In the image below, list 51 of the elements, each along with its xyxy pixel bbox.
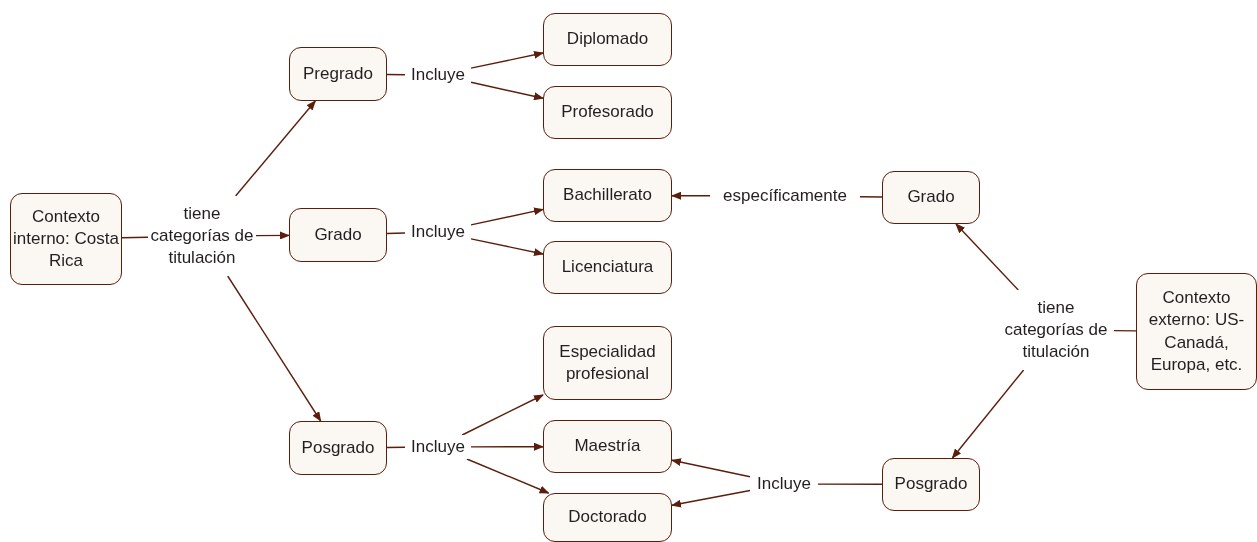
concept-label: Posgrado (301, 436, 375, 459)
concept-box (543, 420, 672, 473)
concept-box (543, 86, 672, 139)
arrow (671, 458, 751, 478)
concept-box (882, 171, 980, 224)
arrow (671, 191, 711, 200)
concept-box (543, 326, 672, 400)
concept-box (543, 13, 672, 66)
arrow (470, 81, 544, 101)
arrow (470, 238, 544, 257)
connector-line (817, 483, 883, 485)
arrow (470, 207, 544, 226)
concept-box (289, 208, 387, 262)
arrow (227, 275, 322, 422)
concept-box (289, 47, 387, 101)
connector-line (386, 73, 406, 76)
concept-label: Especialidad profesional (558, 340, 657, 385)
concept-label: Diplomado (566, 28, 649, 51)
connector-line (121, 236, 149, 239)
concept-box (1136, 273, 1257, 390)
concept-label: Grado (907, 186, 955, 209)
concept-label: Posgrado (894, 473, 968, 496)
arrow (955, 223, 1019, 291)
concept-box (882, 458, 980, 511)
concept-label: Contexto interno: Costa Rica (12, 205, 120, 273)
arrow (461, 394, 544, 436)
concept-box (10, 193, 122, 285)
connector-line (386, 232, 406, 235)
concept-label: Grado (314, 223, 362, 246)
arrow (951, 369, 1025, 459)
concept-box (543, 493, 672, 542)
linking-phrase: tiene categorías de titulación (148, 196, 256, 276)
concept-box (543, 169, 672, 222)
concept-label: Maestría (574, 435, 641, 458)
concept-label: Bachillerato (563, 184, 652, 207)
concept-label: Doctorado (568, 506, 647, 529)
arrow (470, 442, 544, 451)
concept-label: Pregrado (303, 62, 373, 85)
arrow (234, 100, 316, 197)
concept-label: Licenciatura (561, 256, 654, 279)
connector-line (859, 196, 883, 198)
arrow (255, 231, 290, 240)
arrow (671, 489, 751, 508)
concept-label: Profesorado (561, 101, 654, 124)
connector-line (1113, 329, 1137, 332)
arrow (470, 50, 544, 69)
connector-line (386, 446, 406, 449)
concept-box (289, 421, 387, 475)
arrow (466, 458, 550, 494)
concept-label: Contexto externo: US-Canadá, Europa, etc. (1147, 287, 1246, 376)
concept-box (543, 241, 672, 294)
